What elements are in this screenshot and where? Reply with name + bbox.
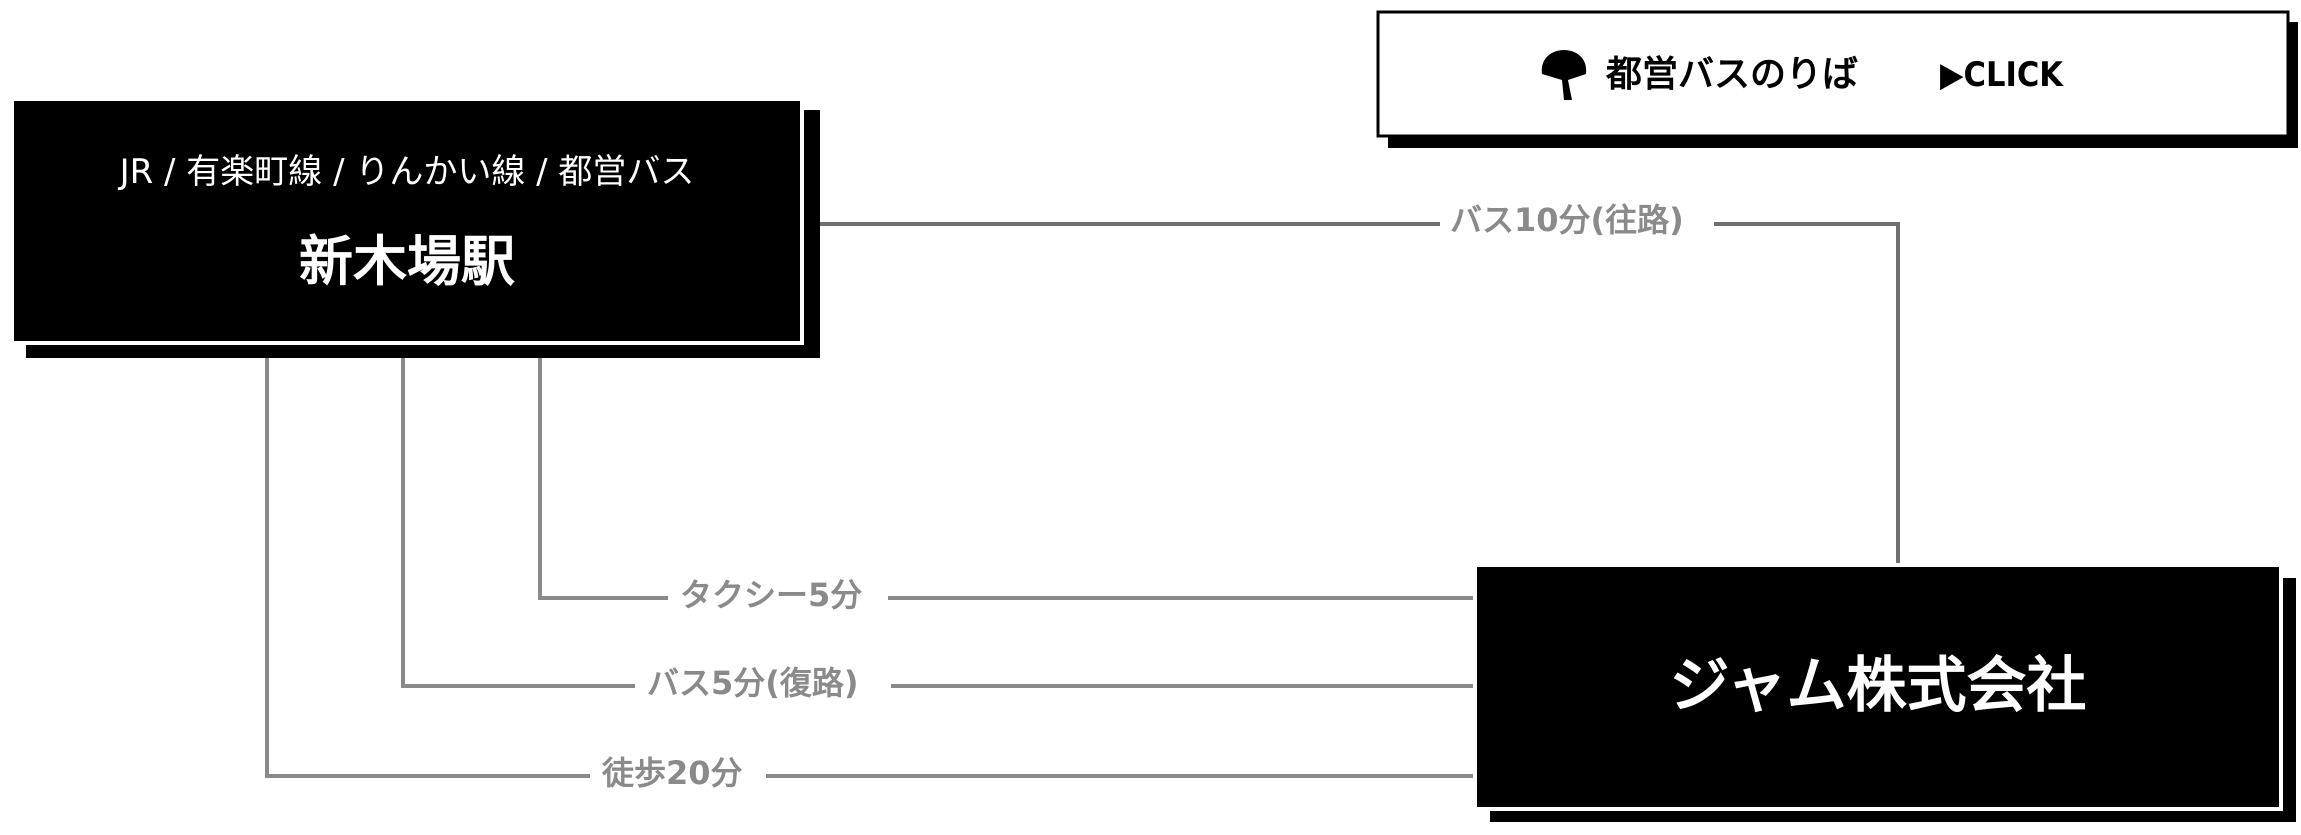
walk-label-bg — [590, 749, 766, 801]
bus-return-label: バス5分(復路) — [647, 664, 859, 702]
ginkgo-leaf-icon — [1541, 50, 1587, 100]
bus-stop-label: 都営バスのりば — [1605, 54, 1858, 95]
walk-label: 徒歩20分 — [601, 754, 743, 792]
taxi-route-line — [538, 356, 1478, 600]
company-name: ジャム株式会社 — [1670, 651, 2087, 721]
bus-outbound-label-bg — [1440, 196, 1714, 248]
company-box: ジャム株式会社 — [1473, 563, 2296, 822]
bus-outbound-label: バス10分(往路) — [1450, 201, 1684, 239]
station-box: JR / 有楽町線 / りんかい線 / 都営バス 新木場駅 — [10, 97, 820, 358]
taxi-label: タクシー5分 — [680, 576, 862, 614]
bus-return-label-bg — [635, 659, 891, 711]
bus-stop-button[interactable]: 都営バスのりば ▶CLICK — [1376, 10, 2298, 148]
bus-stop-button-body[interactable] — [1376, 10, 2290, 138]
walk-route-line — [265, 356, 1478, 778]
station-box-body — [10, 97, 804, 345]
station-name: 新木場駅 — [299, 230, 515, 293]
company-box-body — [1473, 563, 2283, 811]
station-lines: JR / 有楽町線 / りんかい線 / 都営バス — [118, 152, 695, 192]
bus-outbound-route-line — [818, 222, 1900, 568]
route-lines — [265, 222, 1900, 778]
taxi-label-bg — [668, 571, 888, 623]
bus-return-route-line — [401, 356, 1478, 688]
route-labels: バス10分(往路) タクシー5分 バス5分(復路) 徒歩20分 — [590, 196, 1714, 801]
click-label: ▶CLICK — [1940, 55, 2064, 95]
